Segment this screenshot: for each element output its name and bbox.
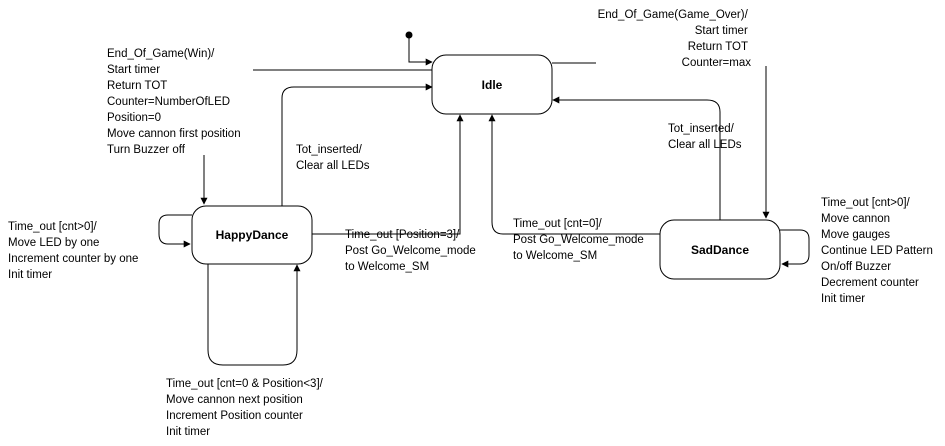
state-happydance: HappyDance	[191, 205, 313, 265]
label-happydance-self-loop: Time_out [cnt>0]/ Move LED by one Increm…	[8, 221, 142, 281]
initial-transition	[408, 35, 433, 66]
label-saddance-to-idle: Time_out [cnt=0]/ Post Go_Welcome_mode t…	[513, 218, 647, 262]
label-happydance-to-idle: Time_out [Position=3]/ Post Go_Welcome_m…	[345, 229, 479, 273]
state-happydance-label: HappyDance	[216, 228, 289, 242]
edge-happydance-self-loop	[158, 214, 192, 248]
label-tot-happydance: Tot_inserted/ Clear all LEDs	[296, 144, 370, 172]
state-idle: Idle	[431, 54, 553, 115]
edge-saddance-to-idle-cnt0	[488, 114, 660, 235]
label-saddance-self-loop: Time_out [cnt>0]/ Move cannon Move gauge…	[821, 197, 936, 305]
edge-happydance-loop-bottom	[207, 264, 301, 366]
state-idle-label: Idle	[482, 78, 503, 92]
edge-saddance-self-loop	[780, 229, 810, 268]
label-gameover-transition: End_Of_Game(Game_Over)/ Start timer Retu…	[598, 9, 752, 69]
label-tot-saddance: Tot_inserted/ Clear all LEDs	[668, 123, 742, 151]
state-saddance-label: SadDance	[691, 243, 749, 257]
edge-happydance-to-idle-tot	[281, 83, 433, 206]
label-win-transition: End_Of_Game(Win)/ Start timer Return TOT…	[107, 48, 244, 156]
edge-happydance-to-idle-position3	[312, 114, 464, 235]
state-saddance: SadDance	[659, 219, 781, 280]
label-happydance-loop-bottom: Time_out [cnt=0 & Position<3]/ Move cann…	[166, 378, 326, 438]
edge-saddance-to-idle-tot	[552, 96, 721, 220]
